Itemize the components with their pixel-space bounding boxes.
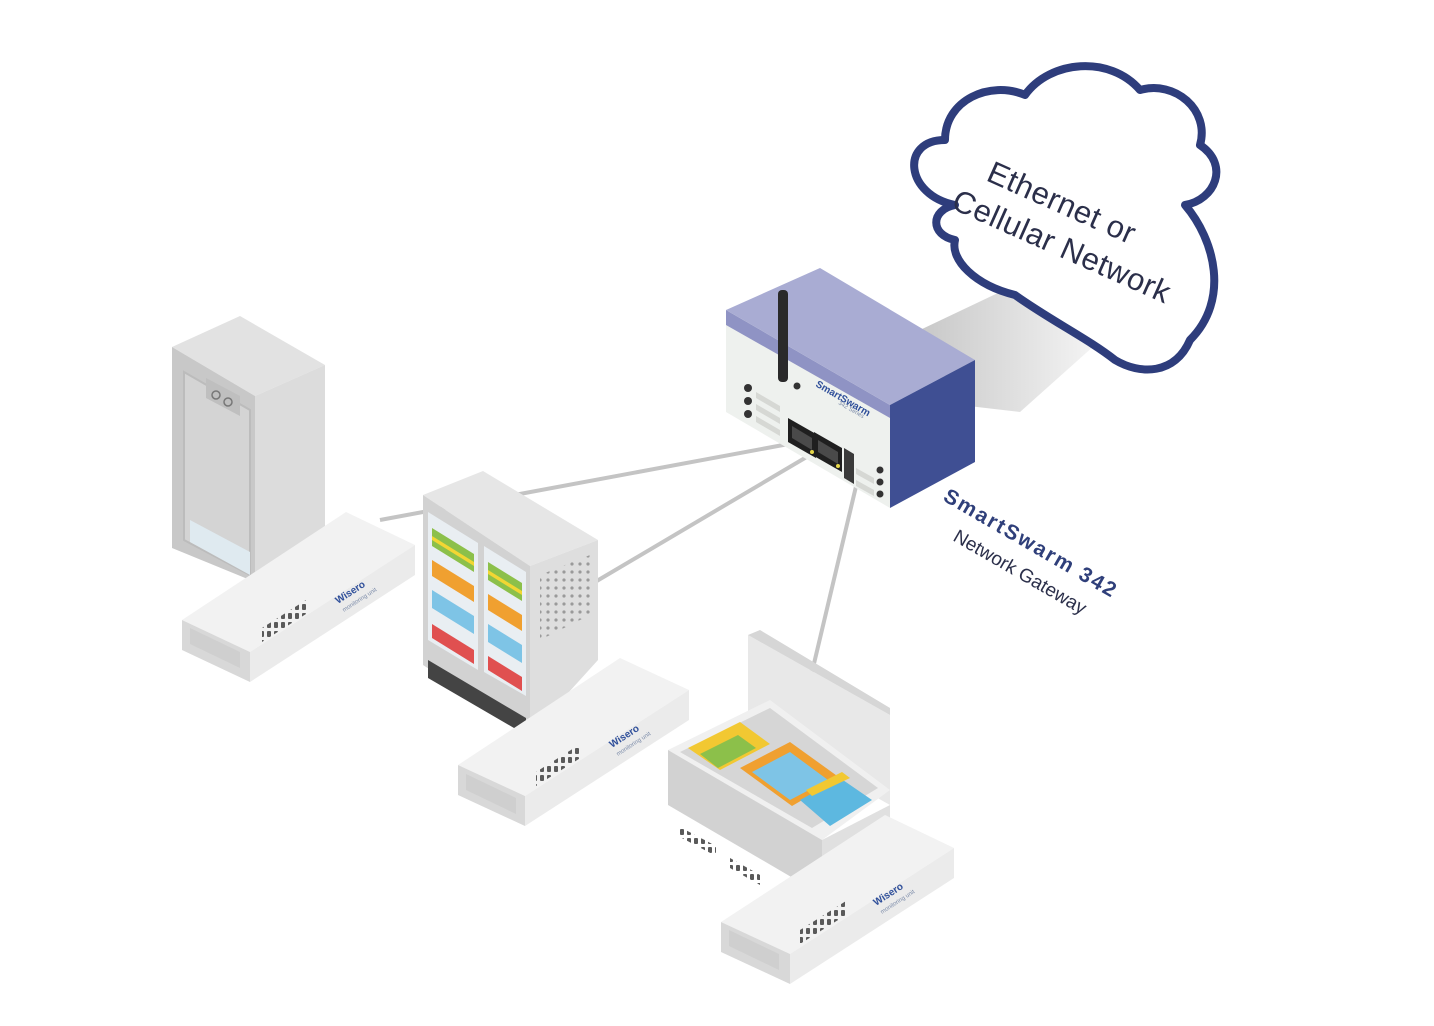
cabinet-display-icon [206, 378, 240, 416]
gateway-side [890, 360, 975, 508]
sensor-unit-3: Wisero monitoring unit [721, 815, 954, 984]
front-label-icons [756, 392, 874, 496]
cloud-shape [910, 62, 1221, 374]
ethernet-port-icons [788, 418, 842, 472]
gateway-front-band [726, 310, 890, 418]
status-led-icons [744, 382, 801, 418]
gateway-top [726, 268, 975, 405]
link-line-freezer [810, 477, 860, 673]
chest-freezer [668, 630, 890, 895]
cloud-network: Ethernet or Cellular Network [910, 62, 1221, 412]
beverage-fridge [423, 471, 598, 735]
sensor-vent-icon [536, 743, 582, 786]
gateway-device: SmartSwarm 342 Series [726, 268, 975, 508]
sensor-unit-2: Wisero monitoring unit [458, 658, 689, 826]
freezer-vent-icon [730, 858, 760, 885]
sensor-unit-1: Wisero monitoring unit [182, 512, 415, 682]
antenna-icon [778, 290, 788, 382]
link-line-fridge [588, 453, 812, 587]
walk-in-cabinet [172, 316, 325, 582]
freezer-product-icons [688, 722, 872, 826]
freezer-vent-icon [678, 826, 716, 856]
sensor-vent-icon [262, 600, 306, 642]
fridge-product-icons [432, 528, 522, 691]
right-led-icons [876, 466, 884, 498]
usb-port-icon [844, 448, 854, 484]
sensor-vent-icon [800, 901, 846, 944]
fridge-vent-icon [540, 555, 590, 640]
